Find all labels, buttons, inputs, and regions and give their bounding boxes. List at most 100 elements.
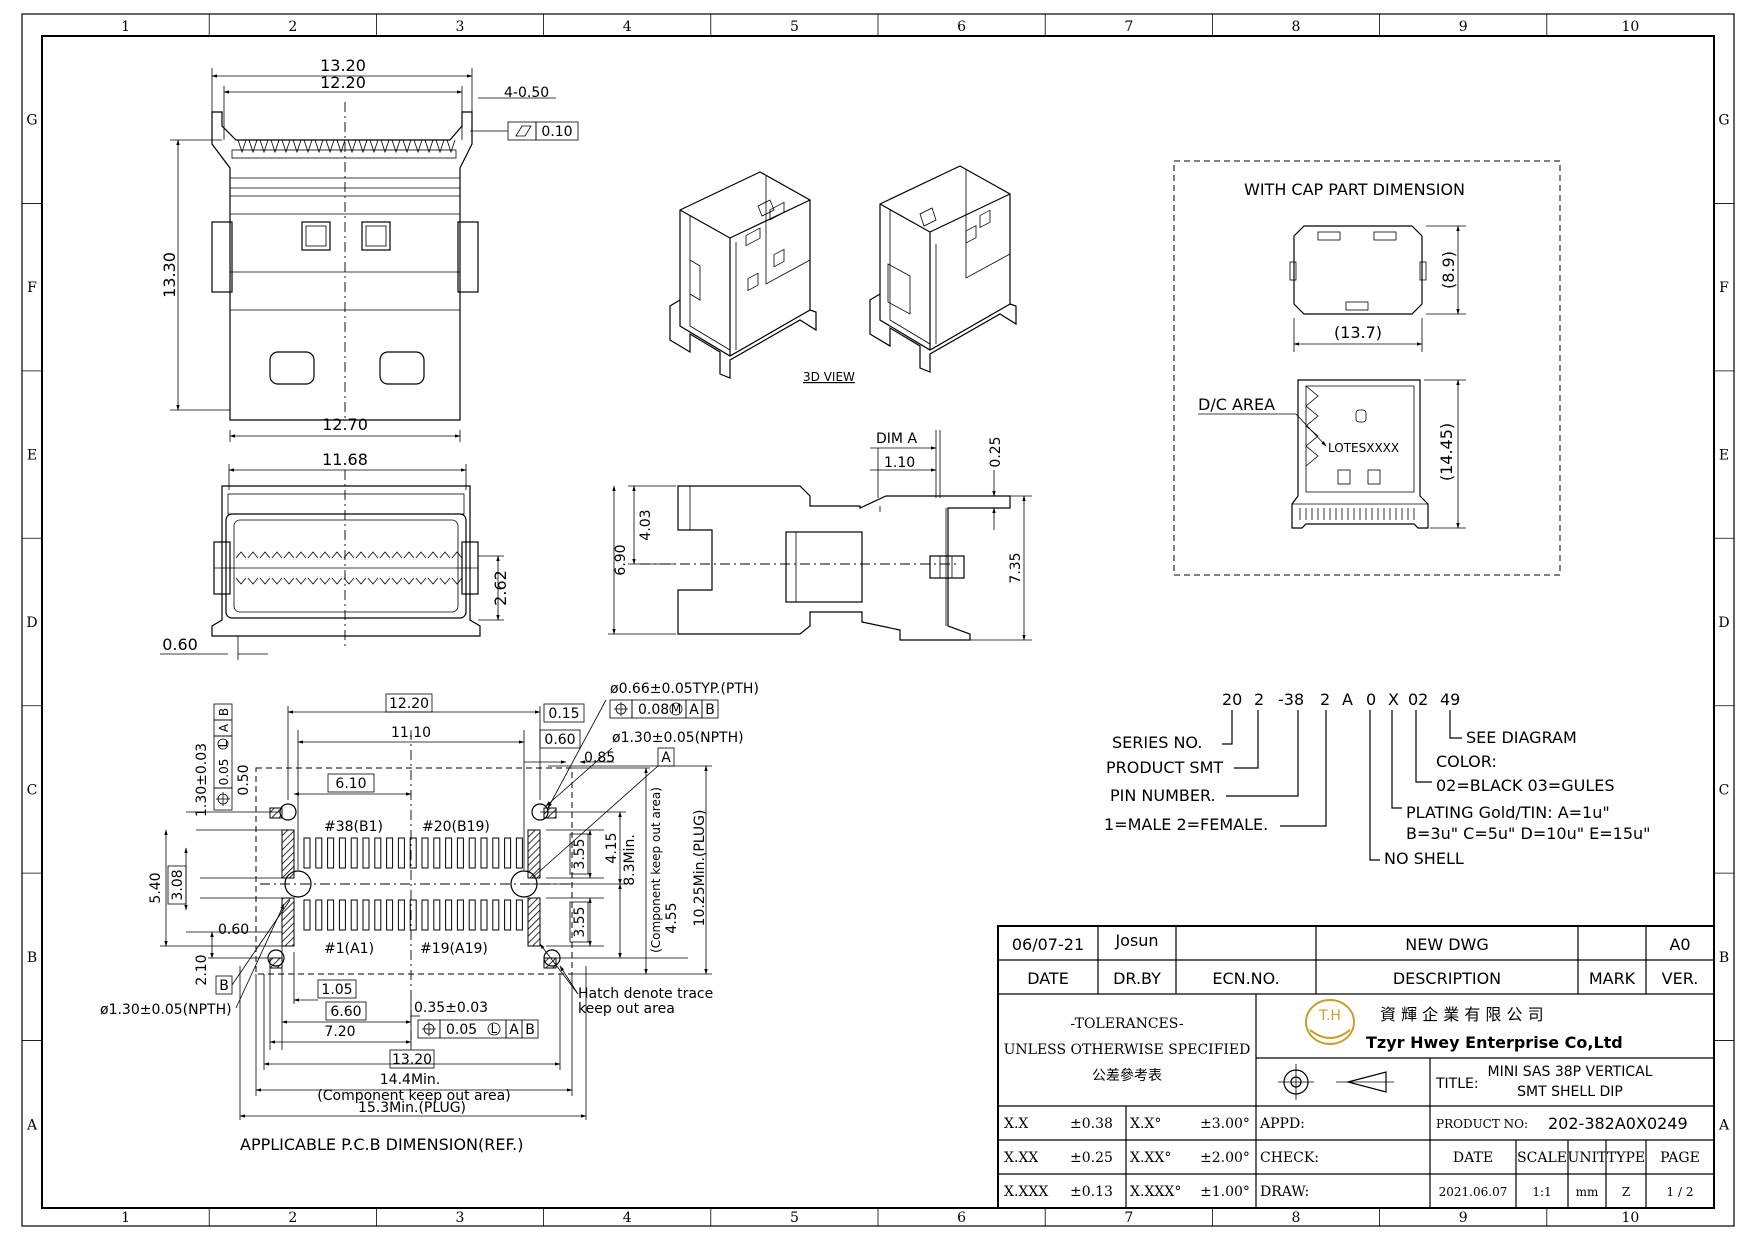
- zone-col-bottom: 6: [957, 1210, 966, 1226]
- pcb-dim-660: 6.60: [330, 1004, 361, 1020]
- flatness-tolerance: 0.10: [541, 124, 572, 140]
- top-pin: [402, 139, 412, 154]
- tb-h-drby: DR.BY: [1113, 969, 1161, 988]
- pcb-dim-308: 3.08: [170, 869, 186, 900]
- title-block: 06/07-21 Josun NEW DWG A0 DATE DR.BY ECN…: [997, 925, 1715, 1209]
- pin-20: #20(B19): [422, 819, 490, 835]
- tb-date-val: 06/07-21: [1012, 935, 1084, 954]
- cap-height2: (14.45): [1437, 423, 1456, 481]
- tb-title2: SMT SHELL DIP: [1517, 1084, 1623, 1100]
- top-pin: [336, 139, 346, 154]
- zone-row-right: F: [1719, 280, 1729, 296]
- pcb-pad-top: [338, 837, 346, 869]
- pcb-pad-top: [374, 837, 382, 869]
- dim-front-height: 2.62: [491, 570, 510, 606]
- pcb-dim-415: 4.15: [604, 832, 620, 863]
- pcb-pad-bottom: [350, 899, 358, 931]
- zone-row-left: C: [27, 782, 38, 798]
- pcb-pad-top: [433, 837, 441, 869]
- pcb-dim-540: 5.40: [148, 872, 164, 903]
- pn-seg-8: 49: [1440, 690, 1460, 709]
- datum-b: B: [219, 978, 229, 994]
- tol-value: ±0.25: [1070, 1150, 1113, 1166]
- zone-col-top: 9: [1459, 19, 1468, 35]
- pn-colors: 02=BLACK 03=GULES: [1436, 776, 1615, 795]
- dc-area: D/C AREA: [1198, 395, 1275, 414]
- svg-text:B: B: [525, 1022, 535, 1038]
- pn-male: 1=MALE 2=FEMALE.: [1104, 815, 1268, 834]
- pcb-pad-top: [504, 837, 512, 869]
- pcb-dim-355b: 3.55: [572, 906, 588, 937]
- front-contact: [235, 577, 247, 585]
- zone-row-left: B: [27, 950, 37, 966]
- pn-plating: PLATING Gold/TIN: A=1u": [1406, 803, 1610, 822]
- pn-see: SEE DIAGRAM: [1466, 728, 1577, 747]
- front-contact: [307, 551, 319, 559]
- front-contact: [295, 577, 307, 585]
- pcb-pad-bottom: [468, 899, 476, 931]
- tb-h2: DATE: [1453, 1150, 1493, 1166]
- front-contact: [247, 577, 259, 585]
- front-contact: [355, 551, 367, 559]
- zone-col-bottom: 9: [1459, 1210, 1468, 1226]
- top-pin: [270, 139, 280, 154]
- tb-prod-no: 202-382A0X0249: [1548, 1114, 1688, 1133]
- front-contact: [259, 577, 271, 585]
- label-3d-view: 3D VIEW: [803, 370, 855, 384]
- svg-text:0.08: 0.08: [638, 702, 669, 718]
- tol-angle-label: X.X°: [1130, 1116, 1161, 1132]
- pcb-pad-top: [480, 837, 488, 869]
- zone-col-top: 5: [790, 19, 799, 35]
- dim-front-width: 11.68: [322, 450, 368, 469]
- company-logo: T.H: [1305, 999, 1355, 1045]
- front-contact: [283, 577, 295, 585]
- pn-seg-6: X: [1388, 690, 1399, 709]
- tb-drby-val: Josun: [1114, 931, 1158, 950]
- tol-label: X.XX: [1004, 1150, 1038, 1166]
- tb-h2: SCALE: [1517, 1150, 1567, 1166]
- tb-h2: PAGE: [1660, 1150, 1700, 1166]
- front-contact: [295, 551, 307, 559]
- front-contact: [379, 577, 391, 585]
- pcb-pad-bottom: [315, 899, 323, 931]
- pcb-pad-top: [315, 837, 323, 869]
- dim-110: 1.10: [884, 455, 915, 471]
- pcb-pad-top: [445, 837, 453, 869]
- top-pin: [347, 139, 357, 154]
- front-contact: [271, 577, 283, 585]
- cap-mark: LOTESXXXX: [1328, 441, 1399, 455]
- zone-col-bottom: 8: [1292, 1210, 1301, 1226]
- zone-row-right: D: [1718, 615, 1729, 631]
- svg-text:L: L: [216, 740, 230, 747]
- zone-col-top: 6: [957, 19, 966, 35]
- dim-height: 13.30: [160, 252, 179, 298]
- pcb-dim-060t: 0.60: [544, 732, 575, 748]
- pcb-pad-bottom: [374, 899, 382, 931]
- pcb-dim-105: 1.05: [321, 982, 352, 998]
- pcb-pad-bottom: [409, 899, 417, 931]
- pcb-pad-top: [350, 837, 358, 869]
- pcb-dim-153: 15.3Min.(PLUG): [358, 1100, 466, 1116]
- pcb-pad-top: [515, 837, 523, 869]
- zone-col-bottom: 7: [1124, 1210, 1133, 1226]
- iso-view-left: [669, 171, 817, 379]
- front-contact: [259, 551, 271, 559]
- pcb-pad-top: [327, 837, 335, 869]
- pcb-pad-bottom: [303, 899, 311, 931]
- pin-19: #19(A19): [420, 941, 488, 957]
- pcb-pad-top: [362, 837, 370, 869]
- zone-col-bottom: 4: [623, 1210, 632, 1226]
- cap-part-view: WITH CAP PART DIMENSION (8.9) (13.7) LOT…: [1173, 160, 1561, 576]
- pcb-pad-top: [468, 837, 476, 869]
- pn-seg-4: A: [1342, 690, 1353, 709]
- dim-front-left: 0.60: [162, 635, 198, 654]
- front-contact: [283, 551, 295, 559]
- top-pin: [446, 139, 456, 154]
- top-pin: [424, 139, 434, 154]
- tb-ver-val: A0: [1669, 935, 1690, 954]
- zone-row-left: G: [26, 113, 37, 129]
- pcb-pad-bottom: [433, 899, 441, 931]
- cap-width: (13.7): [1334, 323, 1382, 342]
- tb-v2: Z: [1622, 1185, 1630, 1199]
- pn-seg-2: -38: [1278, 690, 1304, 709]
